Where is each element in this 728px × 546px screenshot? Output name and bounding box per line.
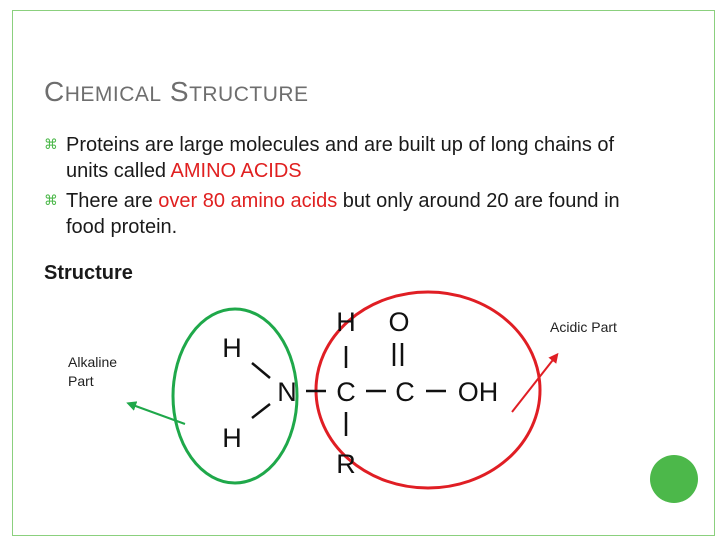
- atom-o: O: [388, 307, 409, 337]
- slide-title: CHEMICAL STRUCTURE: [44, 76, 309, 108]
- decorative-green-dot: [650, 455, 698, 503]
- title-rest-1: HEMICAL: [64, 83, 162, 106]
- atom-h-bottom-left: H: [222, 423, 242, 453]
- atom-r: R: [336, 449, 356, 479]
- bullet-list: ⌘ Proteins are large molecules and are b…: [44, 132, 624, 244]
- alkaline-label-line2: Part: [68, 373, 94, 389]
- bullet-icon: ⌘: [44, 192, 58, 208]
- title-cap-2: S: [169, 76, 190, 107]
- bond-h-n-bottom: [251, 403, 271, 419]
- title-cap-1: C: [44, 76, 65, 107]
- atom-h-top: H: [336, 307, 356, 337]
- alkaline-arrow: [126, 401, 186, 425]
- atom-c2: C: [395, 377, 415, 407]
- acidic-arrow: [511, 352, 559, 413]
- bullet-2-text-a: There are: [66, 190, 159, 212]
- bullet-item-2: ⌘ There are over 80 amino acids but only…: [44, 188, 624, 240]
- bullet-2-highlight: over 80 amino acids: [158, 190, 338, 212]
- bullet-item-1: ⌘ Proteins are large molecules and are b…: [44, 132, 624, 184]
- atom-n: N: [277, 377, 297, 407]
- slide-border-frame: [12, 10, 715, 536]
- title-rest-2: TRUCTURE: [189, 83, 309, 106]
- atom-oh: OH: [458, 377, 499, 407]
- atom-h-top-left: H: [222, 333, 242, 363]
- bullet-1-highlight: AMINO ACIDS: [170, 160, 302, 182]
- alkaline-circle: [171, 307, 299, 485]
- atom-c1: C: [336, 377, 356, 407]
- bond-h-n-top: [251, 362, 271, 379]
- bullet-icon: ⌘: [44, 136, 58, 152]
- alkaline-label-line1: Alkaline: [68, 354, 117, 370]
- structure-heading: Structure: [44, 262, 133, 284]
- acidic-label: Acidic Part: [550, 319, 617, 335]
- bullet-2-text-b: but only around 20 are found in food pro…: [66, 190, 620, 238]
- bullet-1-text-a: Proteins are large molecules and are bui…: [66, 134, 615, 182]
